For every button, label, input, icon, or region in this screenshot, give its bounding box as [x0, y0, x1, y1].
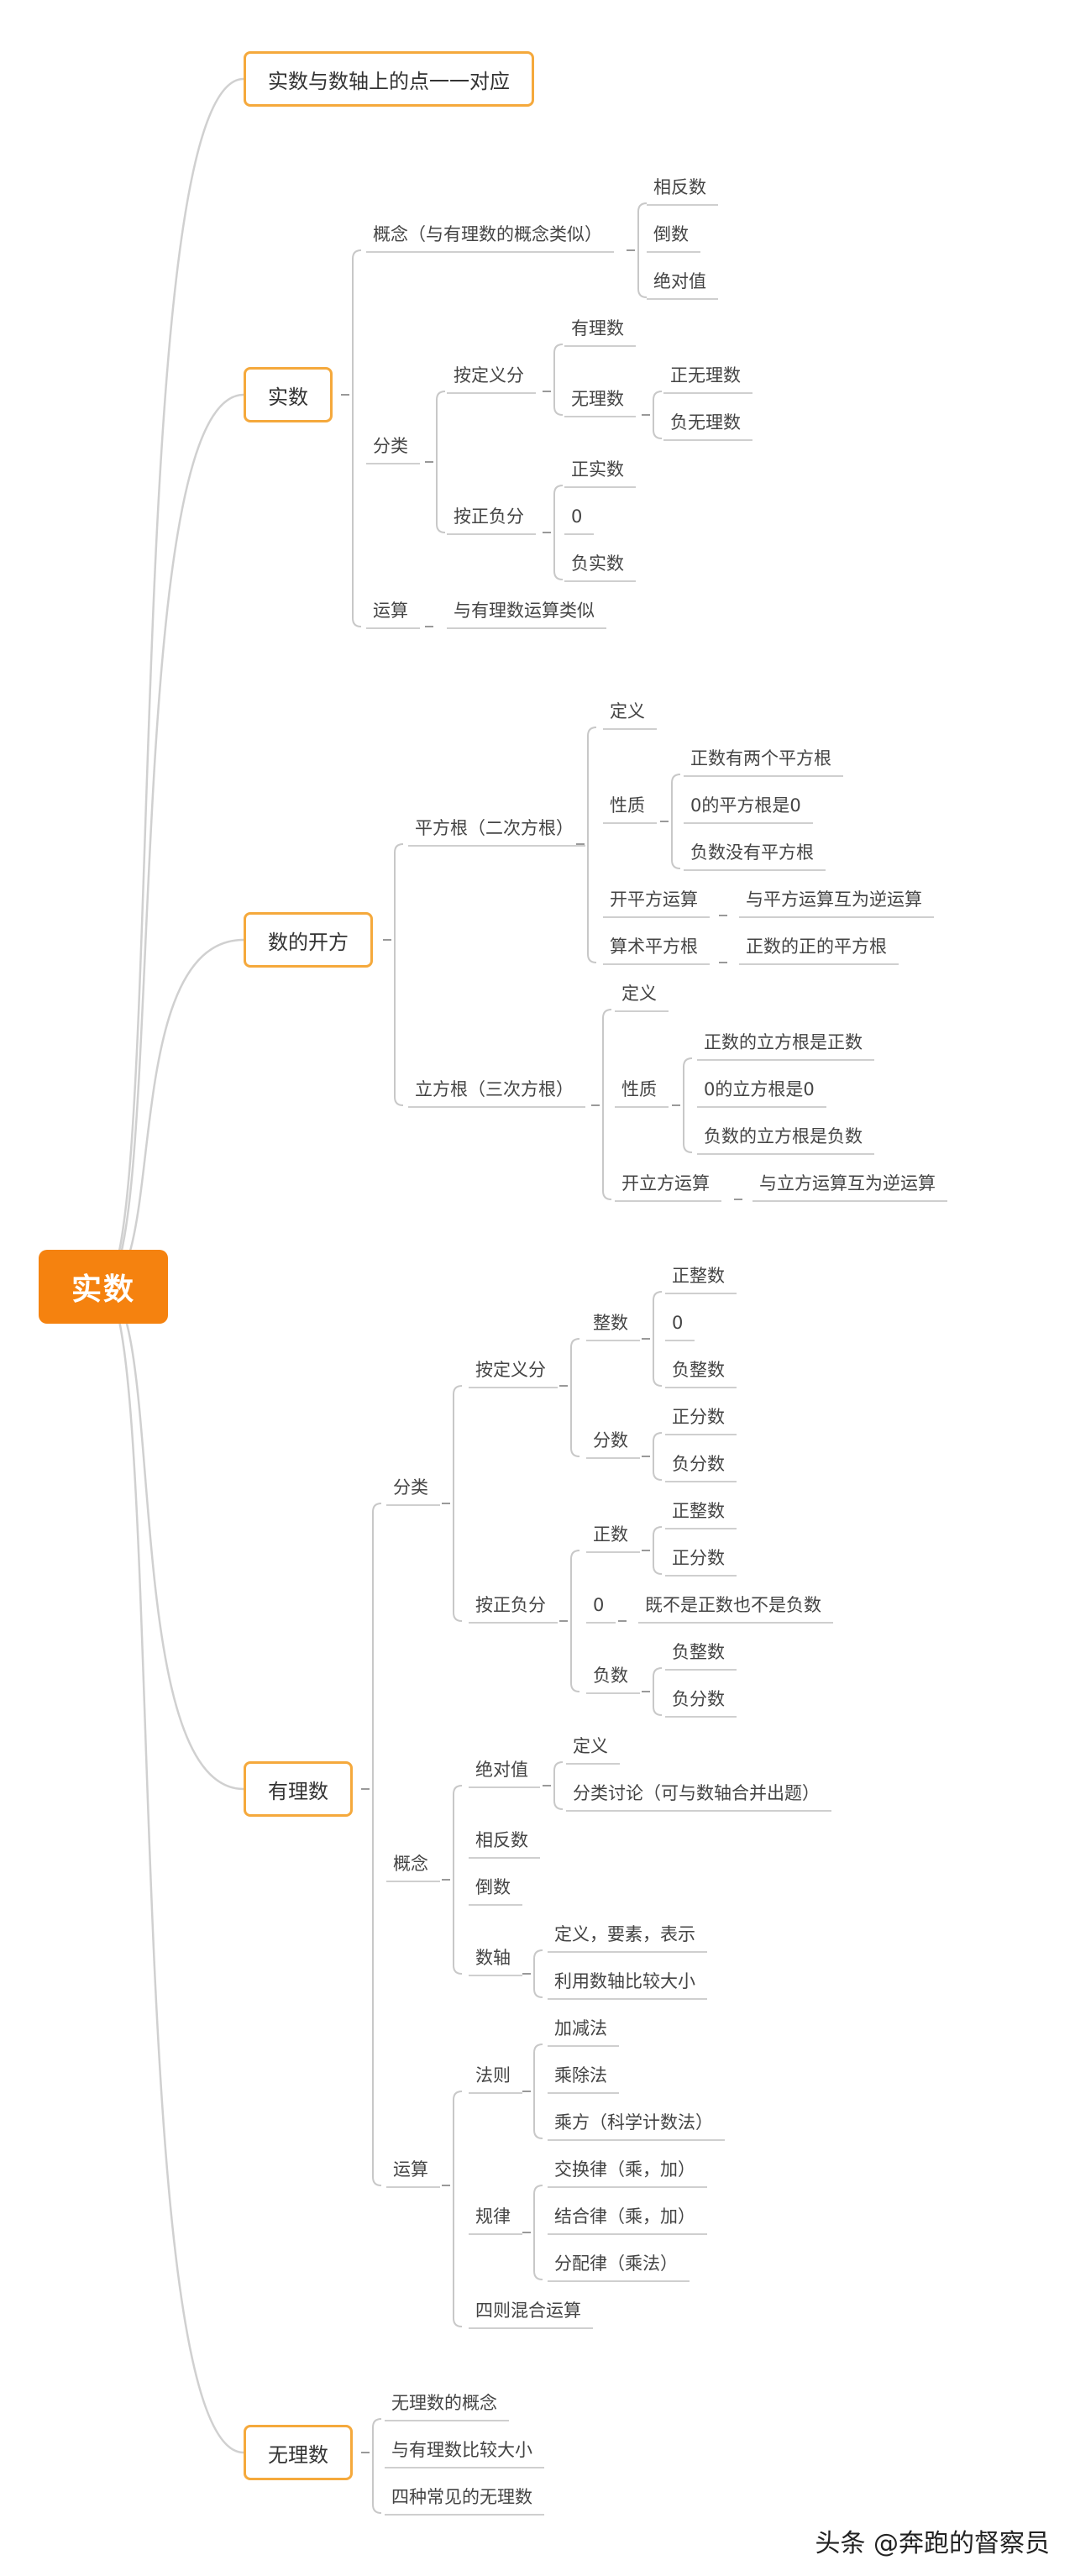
roots-cb-def[interactable]: 定义 — [621, 984, 657, 1004]
rat-add[interactable]: 加减法 — [554, 2018, 607, 2038]
topic-rational[interactable]: 有理数 — [244, 1761, 353, 1817]
rat-positive[interactable]: 正数 — [593, 1524, 628, 1545]
roots-sq-op[interactable]: 开平方运算 — [610, 889, 698, 910]
roots-sqrt[interactable]: 平方根（二次方根） — [415, 818, 574, 838]
rat-concept[interactable]: 概念 — [393, 1854, 428, 1874]
rat-neg-frac[interactable]: 负分数 — [672, 1454, 725, 1474]
real-pos-irrational[interactable]: 正无理数 — [670, 365, 741, 386]
roots-cb-p2[interactable]: 0的立方根是0 — [704, 1079, 815, 1099]
real-negative[interactable]: 负实数 — [571, 553, 624, 574]
roots-sq-p3[interactable]: 负数没有平方根 — [690, 842, 814, 863]
roots-sq-p2[interactable]: 0的平方根是0 — [690, 795, 801, 816]
rat-integer[interactable]: 整数 — [593, 1313, 628, 1333]
watermark: 头条 @奔跑的督察员 — [815, 2529, 1050, 2558]
rat-negative[interactable]: 负数 — [593, 1666, 628, 1686]
rat-p-frac[interactable]: 正分数 — [672, 1548, 725, 1568]
rat-pos-int[interactable]: 正整数 — [672, 1266, 725, 1286]
rat-fraction[interactable]: 分数 — [593, 1430, 628, 1451]
rat-dist[interactable]: 分配律（乘法） — [554, 2253, 678, 2274]
roots-sq-def[interactable]: 定义 — [610, 701, 645, 721]
roots-cb-p1[interactable]: 正数的立方根是正数 — [704, 1032, 863, 1052]
rat-absolute[interactable]: 绝对值 — [475, 1760, 528, 1780]
topic-real-numbers[interactable]: 实数 — [244, 367, 333, 422]
rat-pos-frac[interactable]: 正分数 — [672, 1407, 725, 1427]
irr-compare[interactable]: 与有理数比较大小 — [391, 2440, 532, 2460]
roots-cb-prop[interactable]: 性质 — [621, 1079, 657, 1099]
rat-n-frac[interactable]: 负分数 — [672, 1689, 725, 1709]
rat-mul[interactable]: 乘除法 — [554, 2065, 607, 2085]
irr-four[interactable]: 四种常见的无理数 — [391, 2487, 532, 2507]
roots-cb-p3[interactable]: 负数的立方根是负数 — [704, 1126, 863, 1146]
real-reciprocal[interactable]: 倒数 — [653, 224, 689, 244]
real-classify[interactable]: 分类 — [373, 436, 408, 456]
rat-by-sign[interactable]: 按正负分 — [475, 1595, 546, 1615]
real-by-sign[interactable]: 按正负分 — [454, 506, 524, 527]
real-rational[interactable]: 有理数 — [571, 318, 624, 338]
roots-sq-p1[interactable]: 正数有两个平方根 — [690, 748, 831, 769]
rat-p-int[interactable]: 正整数 — [672, 1501, 725, 1521]
rat-reciprocal[interactable]: 倒数 — [475, 1877, 511, 1897]
real-ops-desc[interactable]: 与有理数运算类似 — [454, 601, 595, 621]
roots-arith[interactable]: 算术平方根 — [610, 936, 698, 957]
rat-classify[interactable]: 分类 — [393, 1477, 428, 1498]
topic-roots[interactable]: 数的开方 — [244, 912, 373, 968]
rat-opposite[interactable]: 相反数 — [475, 1830, 528, 1850]
roots-arith-desc[interactable]: 正数的正的平方根 — [746, 936, 887, 957]
real-zero[interactable]: 0 — [571, 506, 583, 527]
real-ops[interactable]: 运算 — [373, 601, 408, 621]
rat-rules[interactable]: 法则 — [475, 2065, 511, 2085]
rat-assoc[interactable]: 结合律（乘，加） — [554, 2206, 695, 2227]
topic-irrational[interactable]: 无理数 — [244, 2425, 353, 2480]
rat-abs-def[interactable]: 定义 — [573, 1736, 608, 1756]
rat-pow[interactable]: 乘方（科学计数法） — [554, 2112, 713, 2133]
rat-zero[interactable]: 0 — [672, 1313, 684, 1333]
rat-nl-cmp[interactable]: 利用数轴比较大小 — [554, 1971, 695, 1991]
rat-numline[interactable]: 数轴 — [475, 1948, 511, 1968]
irr-concept[interactable]: 无理数的概念 — [391, 2393, 497, 2413]
roots-sq-prop[interactable]: 性质 — [610, 795, 645, 816]
real-opposite[interactable]: 相反数 — [653, 177, 706, 197]
real-concept[interactable]: 概念（与有理数的概念类似） — [373, 224, 602, 244]
rat-laws[interactable]: 规律 — [475, 2206, 511, 2227]
real-neg-irrational[interactable]: 负无理数 — [670, 412, 741, 433]
roots-cb-op[interactable]: 开立方运算 — [621, 1173, 710, 1194]
rat-nl-def[interactable]: 定义，要素，表示 — [554, 1924, 695, 1944]
rat-zero-desc[interactable]: 既不是正数也不是负数 — [645, 1595, 821, 1615]
roots-sq-op-desc[interactable]: 与平方运算互为逆运算 — [746, 889, 922, 910]
roots-cb-op-desc[interactable]: 与立方运算互为逆运算 — [759, 1173, 936, 1194]
rat-abs-disc[interactable]: 分类讨论（可与数轴合并出题） — [573, 1783, 820, 1803]
rat-neg-int[interactable]: 负整数 — [672, 1360, 725, 1380]
rat-mixed[interactable]: 四则混合运算 — [475, 2301, 581, 2321]
rat-comm[interactable]: 交换律（乘，加） — [554, 2159, 695, 2180]
real-positive[interactable]: 正实数 — [571, 459, 624, 480]
rat-n-int[interactable]: 负整数 — [672, 1642, 725, 1662]
topic-one-to-one[interactable]: 实数与数轴上的点一一对应 — [244, 51, 534, 107]
root-node[interactable]: 实数 — [39, 1250, 168, 1324]
real-irrational[interactable]: 无理数 — [571, 389, 624, 409]
rat-zero2[interactable]: 0 — [593, 1595, 605, 1615]
rat-by-def[interactable]: 按定义分 — [475, 1360, 546, 1380]
real-by-def[interactable]: 按定义分 — [454, 365, 524, 386]
rat-ops[interactable]: 运算 — [393, 2159, 428, 2180]
roots-cbrt[interactable]: 立方根（三次方根） — [415, 1079, 574, 1099]
real-absolute[interactable]: 绝对值 — [653, 271, 706, 291]
